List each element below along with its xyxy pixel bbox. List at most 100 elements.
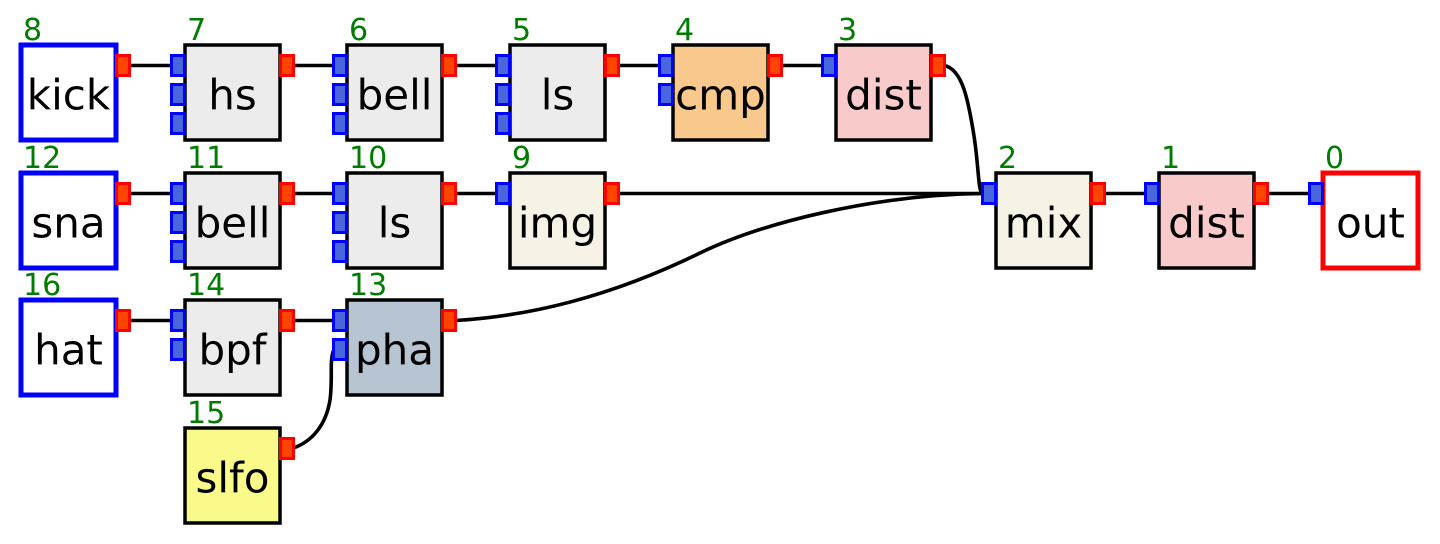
output-port[interactable]: [279, 437, 295, 460]
node-id-number: 7: [187, 13, 206, 48]
node-box[interactable]: [18, 42, 119, 143]
node-id-number: 12: [23, 141, 61, 176]
output-port[interactable]: [604, 182, 620, 205]
input-port-0[interactable]: [170, 54, 186, 77]
node-label: mix: [1005, 199, 1082, 248]
node-box[interactable]: [345, 43, 444, 142]
node-id-number: 1: [1161, 141, 1180, 176]
node-id-number: 11: [187, 141, 225, 176]
output-port[interactable]: [767, 54, 783, 77]
node-bell-11[interactable]: 11 bell: [170, 141, 295, 270]
node-box[interactable]: [834, 43, 933, 142]
input-port-1[interactable]: [170, 211, 186, 234]
node-id-number: 2: [998, 141, 1017, 176]
node-bpf-14[interactable]: 14 bpf: [170, 268, 295, 397]
node-id-number: 13: [349, 268, 387, 303]
node-id-number: 5: [512, 13, 531, 48]
node-label: bell: [195, 199, 271, 248]
input-port-0[interactable]: [1144, 182, 1160, 205]
node-id-number: 16: [23, 268, 61, 303]
node-label: bpf: [198, 326, 267, 375]
input-port-2[interactable]: [170, 112, 186, 135]
node-box[interactable]: [18, 170, 119, 271]
node-box[interactable]: [1157, 171, 1256, 270]
input-port-0[interactable]: [170, 182, 186, 205]
node-box[interactable]: [183, 426, 282, 525]
input-port-0[interactable]: [332, 54, 348, 77]
input-port-0[interactable]: [1308, 182, 1324, 205]
input-port-0[interactable]: [332, 309, 348, 332]
node-id-number: 8: [23, 13, 42, 48]
input-port-1[interactable]: [170, 338, 186, 361]
node-box[interactable]: [994, 171, 1093, 270]
input-port-0[interactable]: [658, 54, 674, 77]
node-ls-5[interactable]: 5 ls: [495, 13, 620, 142]
node-id-number: 6: [349, 13, 368, 48]
input-port-2[interactable]: [170, 240, 186, 263]
node-label: dist: [845, 71, 922, 120]
output-port[interactable]: [115, 54, 131, 77]
wire-3-to-2[interactable]: [943, 63, 985, 196]
input-port-2[interactable]: [332, 112, 348, 135]
node-id-number: 15: [187, 396, 225, 431]
node-label: ls: [378, 199, 412, 248]
output-port[interactable]: [441, 182, 457, 205]
input-port-0[interactable]: [495, 182, 511, 205]
output-port[interactable]: [1090, 182, 1106, 205]
output-port[interactable]: [441, 309, 457, 332]
input-port-2[interactable]: [495, 112, 511, 135]
wire-15-to-13[interactable]: [291, 348, 336, 451]
input-port-1[interactable]: [332, 83, 348, 106]
input-port-0[interactable]: [170, 309, 186, 332]
input-port-0[interactable]: [821, 54, 837, 77]
output-port[interactable]: [441, 54, 457, 77]
node-label: ls: [541, 71, 575, 120]
output-port[interactable]: [115, 182, 131, 205]
input-port-1[interactable]: [170, 83, 186, 106]
node-box[interactable]: [345, 298, 444, 397]
input-port-1[interactable]: [332, 338, 348, 361]
input-port-1[interactable]: [495, 83, 511, 106]
node-box[interactable]: [183, 171, 282, 270]
node-out-0[interactable]: 0 out: [1308, 141, 1421, 271]
node-hat-16[interactable]: 16 hat: [18, 268, 131, 398]
node-box[interactable]: [345, 171, 444, 270]
node-box[interactable]: [18, 297, 119, 398]
output-port[interactable]: [115, 309, 131, 332]
node-label: out: [1336, 199, 1405, 248]
output-port[interactable]: [279, 182, 295, 205]
node-id-number: 14: [187, 268, 225, 303]
input-port-0[interactable]: [495, 54, 511, 77]
node-mix-2[interactable]: 2 mix: [981, 141, 1106, 270]
node-label: hat: [34, 326, 103, 375]
node-box[interactable]: [671, 43, 770, 142]
input-port-0[interactable]: [981, 182, 997, 205]
node-id-number: 0: [1325, 141, 1344, 176]
output-port[interactable]: [604, 54, 620, 77]
node-id-number: 4: [675, 13, 694, 48]
output-port[interactable]: [279, 309, 295, 332]
node-box[interactable]: [508, 171, 607, 270]
output-port[interactable]: [930, 54, 946, 77]
node-hs-7[interactable]: 7hs: [170, 13, 295, 142]
input-port-1[interactable]: [658, 83, 674, 106]
output-port[interactable]: [1253, 182, 1269, 205]
input-port-0[interactable]: [332, 182, 348, 205]
node-box[interactable]: [1320, 170, 1421, 271]
input-port-2[interactable]: [332, 240, 348, 263]
wire-13-to-2[interactable]: [455, 191, 984, 323]
input-port-1[interactable]: [332, 211, 348, 234]
node-label: hs: [208, 71, 257, 120]
output-port[interactable]: [279, 54, 295, 77]
